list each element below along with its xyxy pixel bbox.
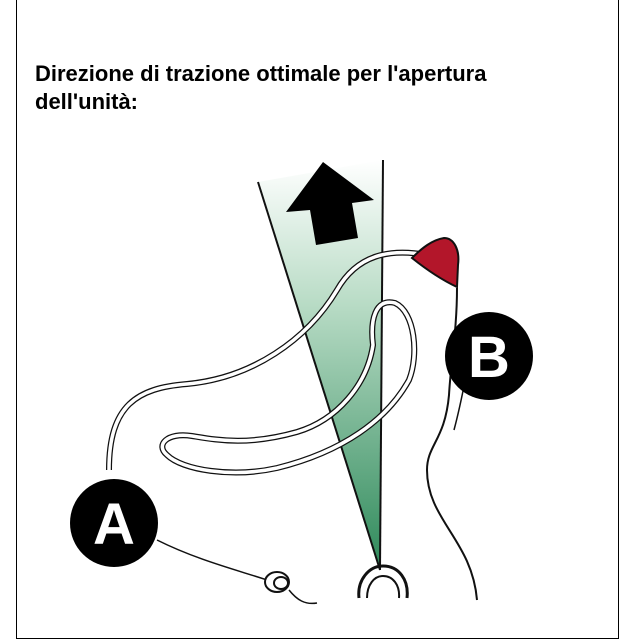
page-title: Direzione di trazione ottimale per l'ape… [35, 61, 487, 114]
label-a-leader [156, 539, 268, 581]
release-tab-icon [410, 236, 460, 289]
unit-opening-diagram: A B [70, 159, 533, 605]
unit-housing-outline [106, 249, 478, 601]
pull-direction-arrow-icon [286, 162, 374, 245]
label-b-badge: B [445, 312, 533, 400]
angled-reference-line [257, 181, 381, 571]
pull-direction-wedge [258, 160, 383, 568]
label-b-text: B [468, 325, 510, 390]
cable-connector [264, 571, 318, 605]
vertical-reference-line [379, 159, 384, 571]
instruction-panel: Direzione di trazione ottimale per l'ape… [16, 0, 619, 639]
label-a-badge: A [70, 479, 158, 567]
label-a-text: A [93, 492, 135, 557]
